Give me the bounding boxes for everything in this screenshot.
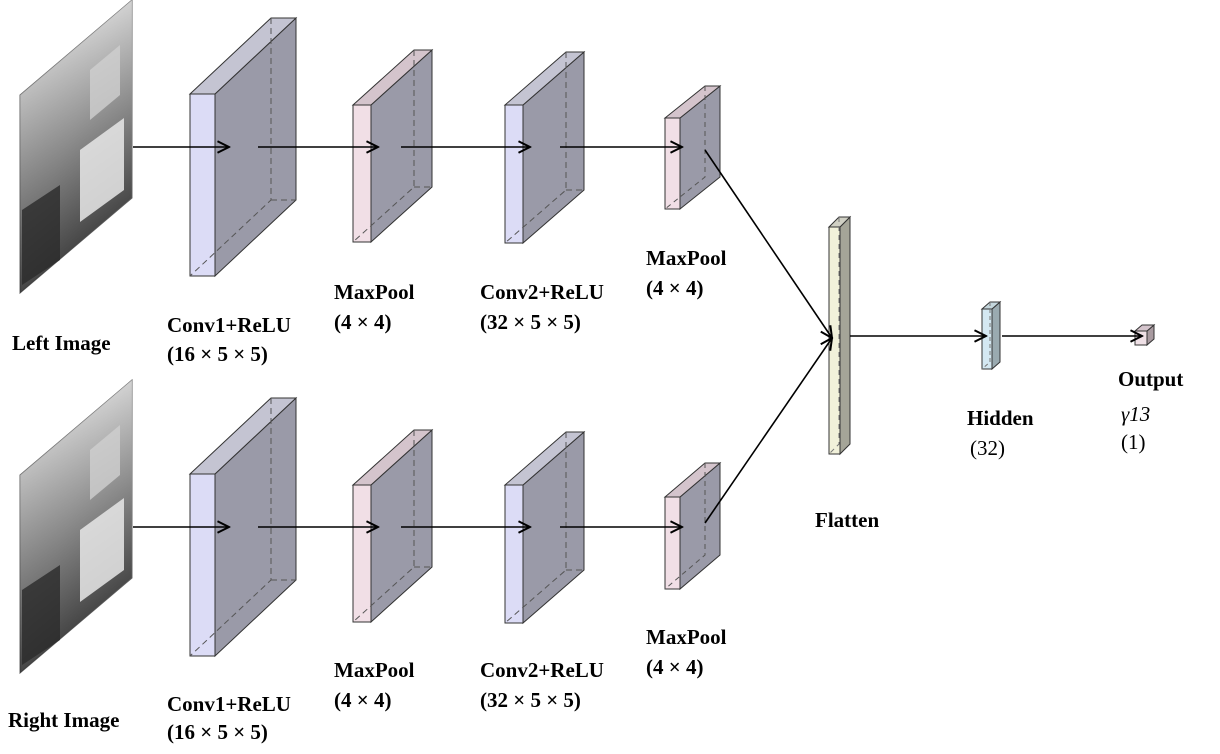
flatten-block bbox=[827, 215, 852, 456]
hidden-dims: (32) bbox=[970, 436, 1005, 460]
left-conv1-dims: (16 × 5 × 5) bbox=[167, 342, 268, 366]
left-conv1-title: Conv1+ReLU bbox=[167, 313, 291, 337]
left-pool2-block bbox=[663, 84, 722, 211]
left-pool2-title: MaxPool bbox=[646, 246, 727, 270]
output-block bbox=[1133, 323, 1156, 347]
right-conv1-block bbox=[188, 396, 298, 658]
output-symbol: γ13 bbox=[1121, 402, 1151, 426]
left-pool1-title: MaxPool bbox=[334, 280, 415, 304]
left-pool1-dims: (4 × 4) bbox=[334, 310, 392, 334]
right-pool1-title: MaxPool bbox=[334, 658, 415, 682]
output-title: Output bbox=[1118, 367, 1184, 391]
connection-arrows bbox=[133, 147, 1142, 527]
right-pool2-dims: (4 × 4) bbox=[646, 655, 704, 679]
left-conv2-dims: (32 × 5 × 5) bbox=[480, 310, 581, 334]
right-conv1-dims: (16 × 5 × 5) bbox=[167, 720, 268, 744]
hidden-title: Hidden bbox=[967, 406, 1034, 430]
right-pool2-block bbox=[663, 461, 722, 591]
left-pool1-block bbox=[351, 48, 434, 244]
right-conv2-block bbox=[503, 430, 586, 625]
right-conv1-title: Conv1+ReLU bbox=[167, 692, 291, 716]
output-dims: (1) bbox=[1121, 430, 1146, 454]
right-pool1-dims: (4 × 4) bbox=[334, 688, 392, 712]
left-image-label: Left Image bbox=[12, 331, 111, 355]
left-input-image bbox=[19, 0, 133, 295]
right-conv2-title: Conv2+ReLU bbox=[480, 658, 604, 682]
right-pool1-block bbox=[351, 428, 434, 624]
right-input-image bbox=[19, 378, 133, 675]
right-pool2-title: MaxPool bbox=[646, 625, 727, 649]
flatten-title: Flatten bbox=[815, 508, 880, 532]
right-image-label: Right Image bbox=[8, 708, 120, 732]
right-conv2-dims: (32 × 5 × 5) bbox=[480, 688, 581, 712]
left-pool2-dims: (4 × 4) bbox=[646, 276, 704, 300]
left-conv2-title: Conv2+ReLU bbox=[480, 280, 604, 304]
left-conv2-block bbox=[503, 50, 586, 245]
left-conv1-block bbox=[188, 16, 298, 278]
